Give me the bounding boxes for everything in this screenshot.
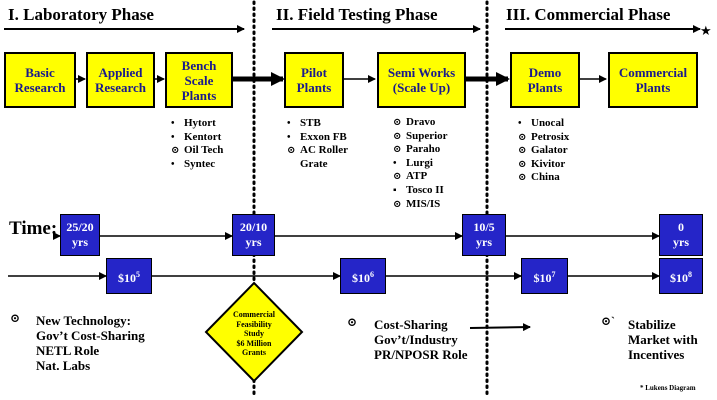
feasibility-study-text: Commercial Feasibility Study $6 Million … (232, 310, 276, 357)
list-item: ⊙Petrosix (518, 130, 570, 143)
note-bullet-icon: ⊙ (347, 315, 358, 329)
cost-sharing-arrow (469, 323, 531, 332)
stage-label: Commercial (618, 65, 688, 80)
list-item: ⊙MIS/IS (393, 197, 441, 210)
list-item: •Unocal (518, 117, 564, 129)
list-item: ⊙China (518, 171, 560, 184)
time-value: 10/5 (473, 220, 495, 234)
list-item: •Exxon FB (287, 130, 347, 143)
time-unit: yrs (476, 235, 492, 249)
cost-box-10e7: $107 (521, 258, 568, 294)
semiworks-technology-list: ⊙Dravo ⊙Superior ⊙Paraho •Lurgi ⊙ATP ▪To… (393, 116, 448, 211)
list-item: Grate (300, 157, 328, 170)
list-item: ▪Tosco II (393, 183, 444, 196)
time-value: 20/10 (239, 220, 268, 234)
list-item: •STB (287, 117, 321, 129)
star-icon: ★ (700, 24, 712, 39)
stage-label: Plants (296, 80, 332, 95)
list-item: ⊙Kivitor (518, 157, 566, 170)
note-cost-sharing: Cost-Sharing Gov’t/Industry PR/NPOSR Rol… (374, 317, 468, 362)
stage-label: Bench (181, 57, 217, 73)
time-unit: yrs (673, 235, 689, 249)
footnote: * Lukens Diagram (640, 384, 696, 392)
note-bullet-icon: ⊙` (601, 314, 616, 328)
note-new-technology: New Technology: Gov’t Cost-Sharing NETL … (36, 313, 145, 373)
pilot-technology-list: •STB •Exxon FB ⊙AC Roller Grate (287, 117, 348, 170)
time-value: 0 (678, 220, 684, 234)
list-item: •Kentort (171, 130, 222, 143)
stage-label: Scale (184, 72, 214, 88)
cost-box-10e8: $108 (659, 258, 703, 294)
list-item: ⊙ATP (393, 170, 428, 183)
cost-box-10e5: $105 (106, 258, 152, 294)
stage-label: Plants (635, 80, 671, 95)
phase-title-laboratory: I. Laboratory Phase (8, 5, 154, 24)
list-item: ⊙Dravo (393, 116, 436, 128)
list-item: ⊙Oil Tech (171, 144, 224, 157)
stage-label: Pilot (300, 65, 327, 80)
list-item: ⊙Superior (393, 129, 448, 142)
phase-title-field-testing: II. Field Testing Phase (276, 5, 438, 24)
demo-technology-list: •Unocal ⊙Petrosix ⊙Galator ⊙Kivitor ⊙Chi… (518, 117, 569, 185)
time-label: Time: (9, 218, 58, 239)
stage-label: (Scale Up) (392, 80, 451, 95)
stage-label: Research (94, 80, 147, 95)
list-item: ⊙Galator (518, 144, 568, 157)
list-item: •Hytort (171, 117, 216, 129)
cost-box-10e6: $106 (340, 258, 386, 294)
bench-technology-list: •Hytort •Kentort ⊙Oil Tech •Syntec (171, 117, 223, 171)
stage-label: Semi Works (387, 65, 456, 80)
list-item: ⊙Paraho (393, 143, 441, 156)
phase-title-commercial: III. Commercial Phase (506, 5, 671, 24)
stage-label: Demo (528, 65, 562, 80)
stage-label: Applied (98, 65, 143, 80)
stage-label: Plants (527, 80, 563, 95)
list-item: ⊙AC Roller (287, 144, 348, 157)
stage-semi-works: Semi Works(Scale Up) (377, 52, 466, 108)
note-stabilize-market: Stabilize Market with Incentives (628, 317, 698, 362)
list-item: •Syntec (171, 157, 216, 170)
stage-label: Basic (25, 65, 55, 80)
time-unit: yrs (72, 235, 88, 249)
time-unit: yrs (245, 235, 262, 249)
stage-label: Research (14, 80, 66, 95)
note-bullet-icon: ⊙ (10, 311, 21, 325)
stage-label: Plants (181, 87, 217, 103)
list-item: •Lurgi (393, 156, 433, 169)
time-value: 25/20 (66, 220, 94, 234)
feasibility-diamond (204, 281, 304, 383)
